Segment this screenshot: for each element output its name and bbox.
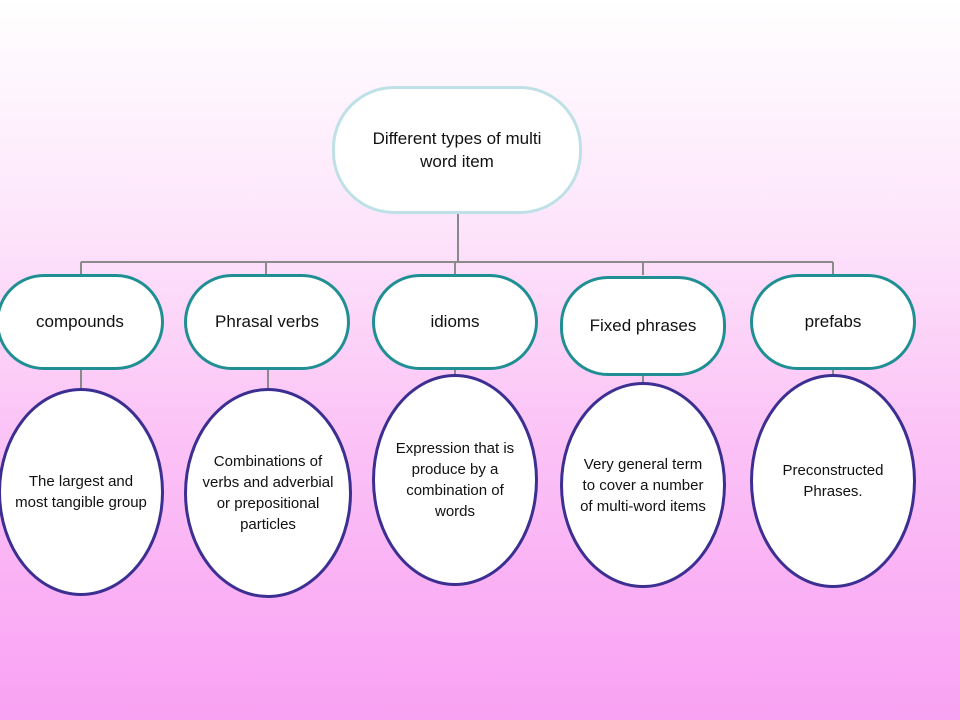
description-phrasal-verbs: Combinations of verbs and adverbial or p… (184, 388, 352, 598)
category-compounds: compounds (0, 274, 164, 370)
category-fixed-phrases: Fixed phrases (560, 276, 726, 376)
description-fixed-phrases: Very general term to cover a number of m… (560, 382, 726, 588)
description-compounds: The largest and most tangible group (0, 388, 164, 596)
category-idioms: idioms (372, 274, 538, 370)
description-prefabs: Preconstructed Phrases. (750, 374, 916, 588)
category-prefabs: prefabs (750, 274, 916, 370)
description-idioms: Expression that is produce by a combinat… (372, 374, 538, 586)
category-phrasal-verbs: Phrasal verbs (184, 274, 350, 370)
root-node: Different types of multi word item (332, 86, 582, 214)
